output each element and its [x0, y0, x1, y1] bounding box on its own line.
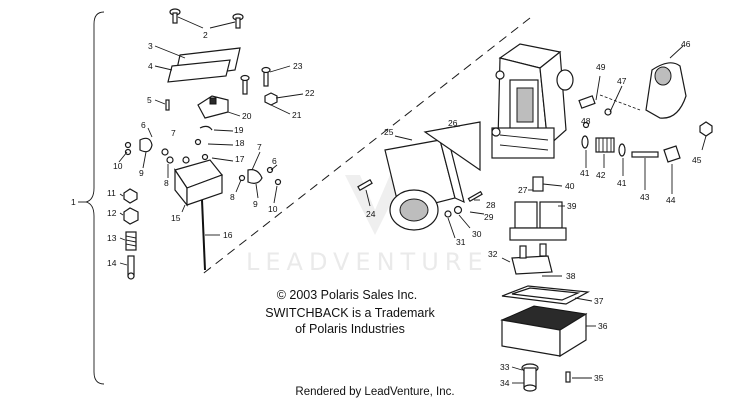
callout-49: 49	[596, 62, 606, 72]
screw-part-23	[240, 65, 291, 95]
watermark-text: LEADVENTURE	[246, 248, 489, 276]
callout-5: 5	[147, 95, 152, 105]
callout-33: 33	[500, 362, 510, 372]
callout-6b: 6	[272, 156, 277, 166]
callout-8a: 8	[164, 178, 169, 188]
trademark-notice-line2: of Polaris Industries	[295, 322, 405, 336]
float-part-15	[174, 159, 223, 213]
callout-19: 19	[234, 125, 244, 135]
gasket-part-37	[501, 285, 593, 305]
needle-part-16	[201, 199, 220, 271]
callout-36: 36	[598, 321, 608, 331]
copyright-notice: © 2003 Polaris Sales Inc.	[276, 288, 418, 302]
screw-part-2	[169, 8, 244, 29]
screw-part-5	[154, 99, 170, 111]
float-bowl-part-36	[500, 305, 596, 358]
parts-28-31	[444, 190, 485, 239]
callout-20: 20	[242, 111, 252, 121]
callout-3: 3	[148, 41, 153, 51]
callout-48: 48	[581, 116, 591, 126]
callout-6a: 6	[141, 120, 146, 130]
callout-43: 43	[640, 192, 650, 202]
screw-part-45	[699, 121, 713, 151]
clips-left	[124, 125, 282, 186]
cover-plates	[154, 45, 241, 83]
carburetor-body	[491, 43, 574, 159]
callout-30: 30	[472, 229, 482, 239]
throttle-lever-46	[645, 45, 687, 119]
bracket-part-20	[197, 95, 241, 119]
callout-11: 11	[107, 188, 116, 198]
callout-46: 46	[681, 39, 691, 49]
callout-9a: 9	[139, 168, 144, 178]
callout-37: 37	[594, 296, 604, 306]
group-bracket	[85, 11, 105, 385]
fittings-47-49	[578, 75, 641, 129]
callout-28: 28	[486, 200, 496, 210]
drain-parts-33-35	[511, 363, 592, 392]
callout-22: 22	[305, 88, 315, 98]
callout-45: 45	[692, 155, 702, 165]
assembly-dashed-line	[199, 17, 531, 277]
intake-boot-25	[384, 121, 481, 231]
bracket-part-32	[501, 243, 562, 277]
nut-part-21-22	[264, 92, 304, 115]
callout-38: 38	[566, 271, 576, 281]
callout-10a: 10	[113, 161, 123, 171]
callout-39: 39	[567, 201, 577, 211]
callout-26: 26	[448, 118, 458, 128]
shaft-assembly-41-44	[581, 135, 681, 194]
callout-34: 34	[500, 378, 510, 388]
callout-40: 40	[565, 181, 575, 191]
callout-12: 12	[107, 208, 117, 218]
callout-35: 35	[594, 373, 604, 383]
rendered-by-credit: Rendered by LeadVenture, Inc.	[295, 386, 455, 398]
callout-16: 16	[223, 230, 233, 240]
callout-15: 15	[171, 213, 181, 223]
callout-7a: 7	[171, 128, 176, 138]
callout-2: 2	[203, 30, 208, 40]
callout-4: 4	[148, 61, 153, 71]
callout-7b: 7	[257, 142, 262, 152]
screw-part-24	[357, 178, 373, 207]
callout-21: 21	[292, 110, 302, 120]
jet-assembly-11-14	[119, 188, 139, 280]
callout-47: 47	[617, 76, 627, 86]
callout-13: 13	[107, 233, 117, 243]
callout-31: 31	[456, 237, 466, 247]
callout-18: 18	[235, 138, 245, 148]
callout-29: 29	[484, 212, 494, 222]
solenoid-39	[509, 176, 567, 241]
callout-32: 32	[488, 249, 498, 259]
callout-8b: 8	[230, 192, 235, 202]
callout-44: 44	[666, 195, 676, 205]
callout-23: 23	[293, 61, 303, 71]
callout-numbers: 1 2 3 4 5 6 6 7 7 8 8 9 9 10 10 11 12 13…	[71, 30, 702, 388]
callout-42: 42	[596, 170, 606, 180]
callout-17: 17	[235, 154, 245, 164]
callout-24: 24	[366, 209, 376, 219]
callout-10b: 10	[268, 204, 278, 214]
callout-9b: 9	[253, 199, 258, 209]
callout-41a: 41	[580, 168, 590, 178]
trademark-notice-line1: SWITCHBACK is a Trademark	[265, 306, 435, 320]
callout-14: 14	[107, 258, 117, 268]
callout-41b: 41	[617, 178, 627, 188]
callout-leaders	[118, 127, 278, 204]
callout-27: 27	[518, 185, 528, 195]
callout-1: 1	[71, 197, 76, 207]
callout-25: 25	[384, 127, 394, 137]
